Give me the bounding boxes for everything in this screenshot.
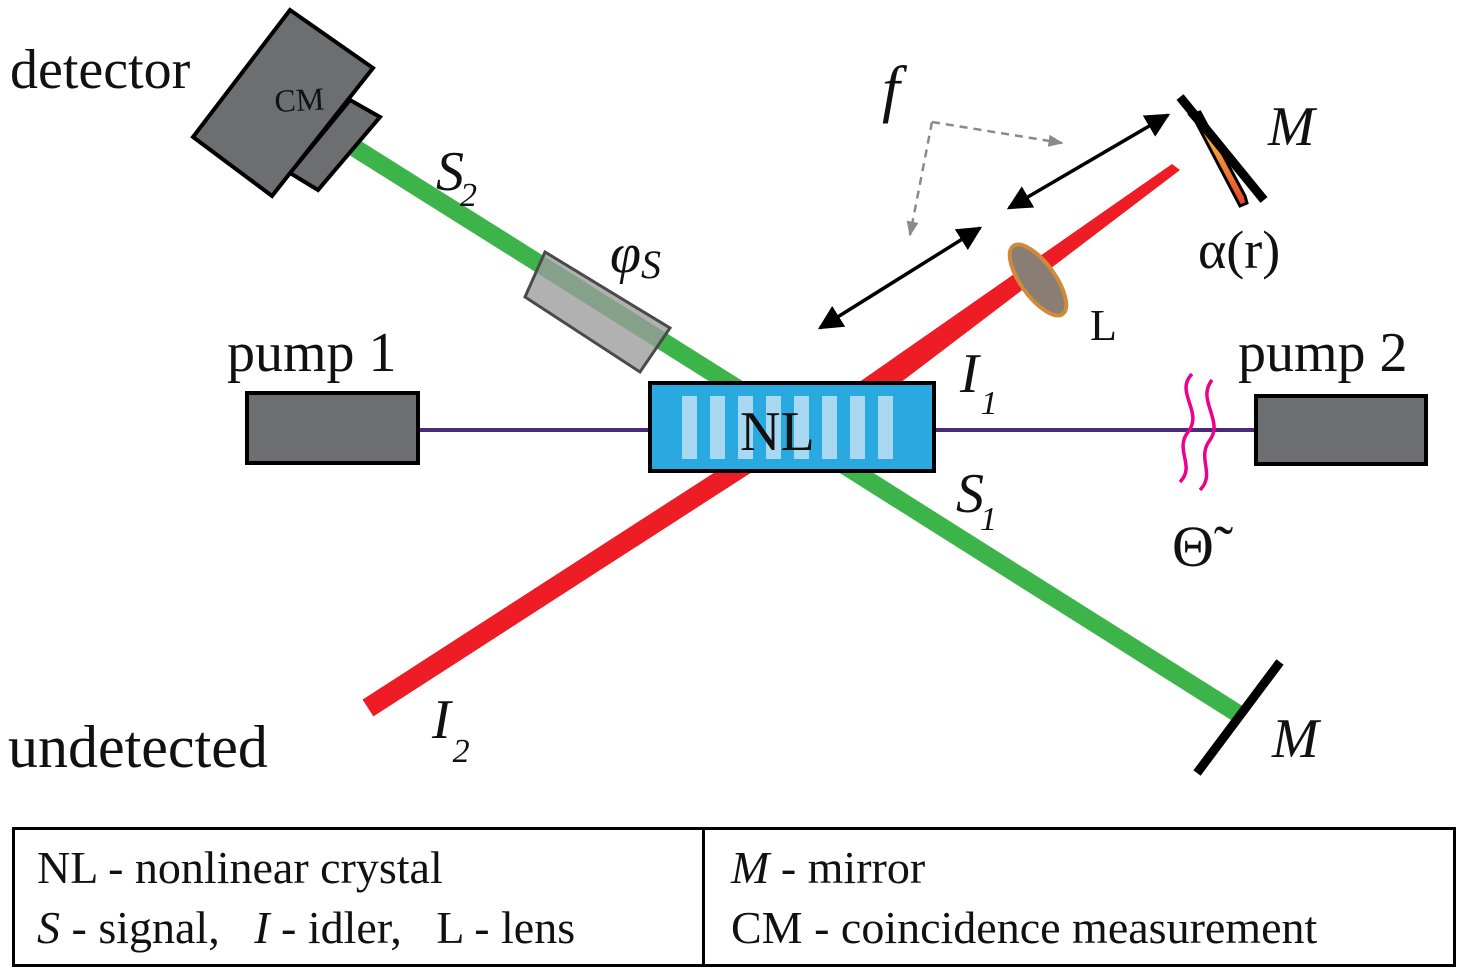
legend-right-column: M - mirror CM - coincidence measurement bbox=[705, 830, 1453, 964]
legend-nl-line: NL - nonlinear crystal bbox=[37, 842, 443, 893]
theta-label: Θ̃ bbox=[1172, 514, 1233, 579]
pump-2-label: pump 2 bbox=[1238, 322, 1408, 384]
pump-2-box bbox=[1254, 394, 1428, 466]
legend-signal-idler-line: S - signal, I - idler, L - lens bbox=[37, 902, 576, 953]
focal-label: f bbox=[882, 53, 908, 124]
mirror-top-label: M bbox=[1267, 96, 1318, 158]
top-mirror-with-mask bbox=[1176, 94, 1268, 208]
lens bbox=[1007, 242, 1069, 318]
s1-label: S1 bbox=[956, 463, 997, 538]
detector-label: detector bbox=[10, 39, 191, 101]
legend-left-column: NL - nonlinear crystal S - signal, I - i… bbox=[15, 830, 705, 964]
focal-arrow-lower bbox=[817, 226, 983, 330]
detector-device bbox=[190, 7, 384, 199]
focal-pointer-arrows bbox=[906, 120, 1064, 237]
nl-label: NL bbox=[740, 401, 815, 463]
legend-cm-line: CM - coincidence measurement bbox=[731, 902, 1318, 953]
i1-label: I1 bbox=[959, 343, 998, 422]
pump-1-label: pump 1 bbox=[227, 322, 397, 384]
bottom-mirror bbox=[1193, 659, 1284, 776]
i2-label: I2 bbox=[431, 689, 470, 770]
s2-label: S2 bbox=[436, 141, 477, 214]
cm-label: CM bbox=[273, 80, 325, 119]
legend-mirror-line: M - mirror bbox=[731, 842, 926, 893]
mirror-bottom-label: M bbox=[1271, 708, 1322, 770]
wavy-lines-icon bbox=[1178, 372, 1216, 492]
pump-1-box bbox=[245, 391, 420, 465]
lens-label: L bbox=[1090, 301, 1117, 350]
focal-arrow-upper bbox=[1006, 113, 1171, 210]
idler-beam-i2 bbox=[362, 446, 766, 717]
phase-plate bbox=[523, 249, 673, 375]
nonlinear-crystal bbox=[648, 381, 936, 473]
alpha-label: α(r) bbox=[1198, 220, 1280, 280]
legend-box: NL - nonlinear crystal S - signal, I - i… bbox=[12, 827, 1456, 967]
undetected-label: undetected bbox=[8, 714, 268, 780]
phase-label: φS bbox=[610, 223, 661, 287]
